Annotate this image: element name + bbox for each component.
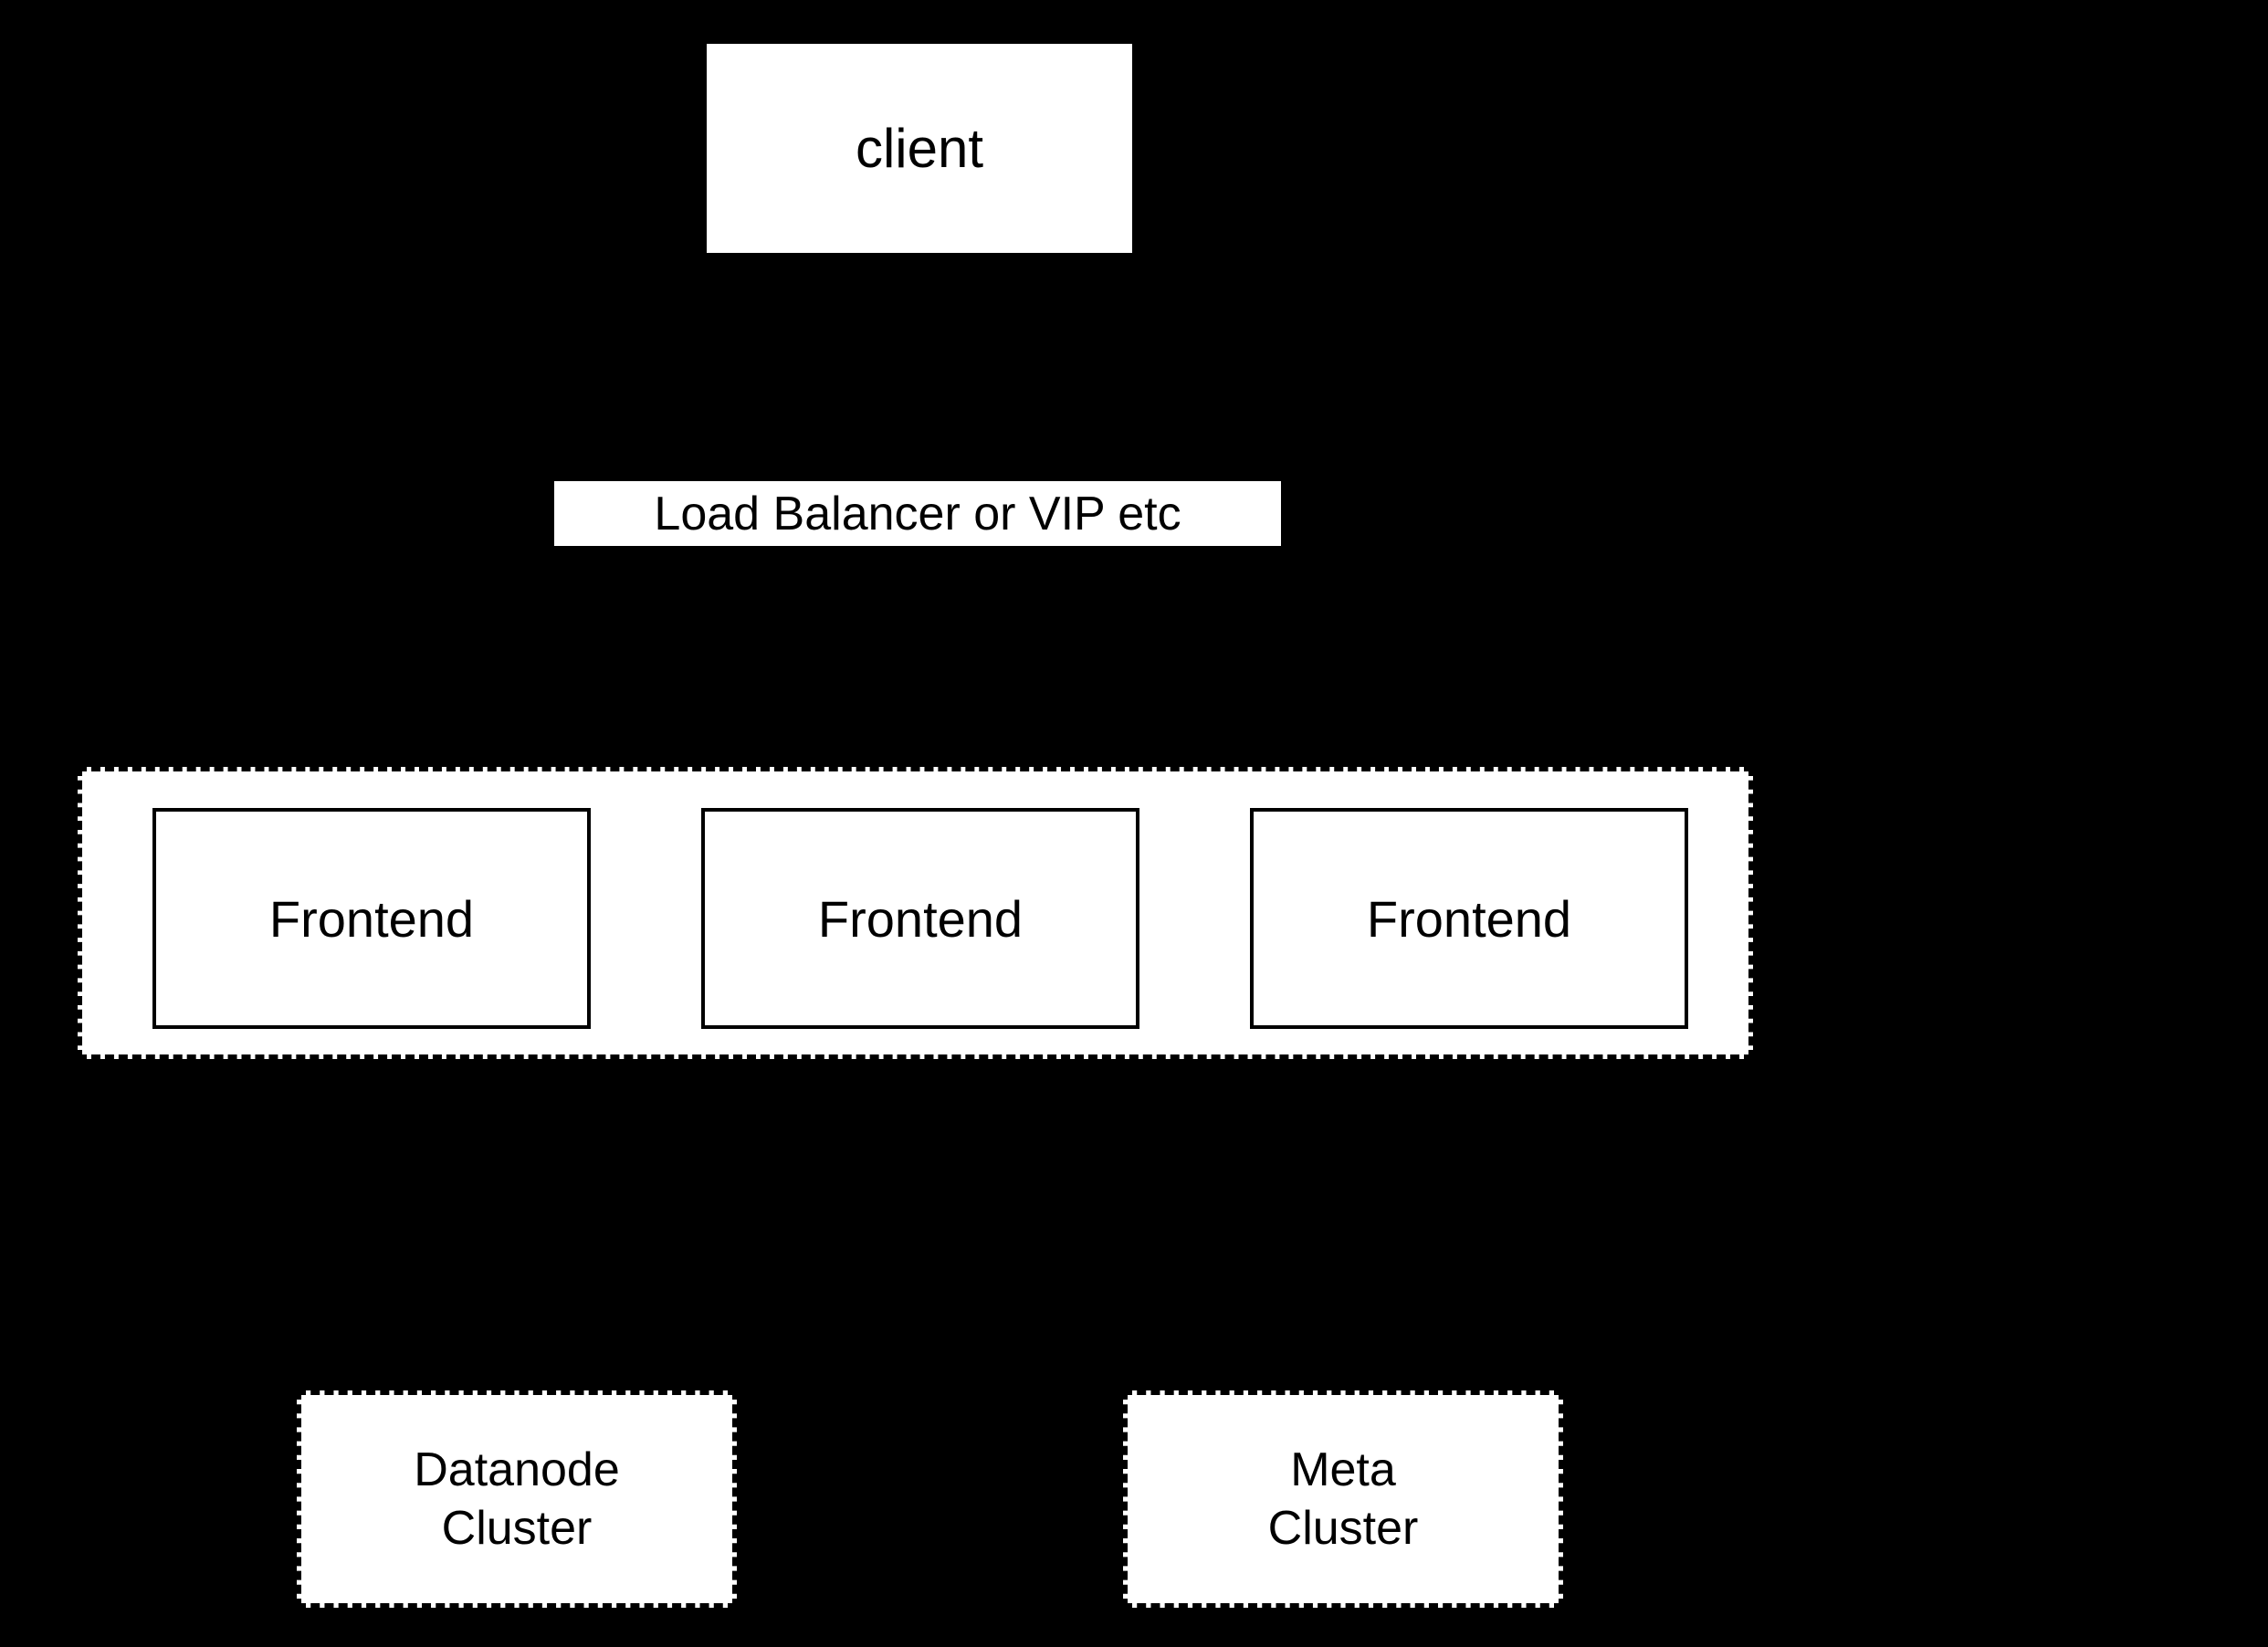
frontend-label-3: Frontend: [1366, 889, 1572, 948]
client-label: client: [855, 118, 984, 179]
frontend-node-3: Frontend: [1250, 808, 1688, 1029]
frontend-node-1: Frontend: [152, 808, 591, 1029]
meta-cluster-node: Meta Cluster: [1123, 1390, 1563, 1608]
frontend-node-2: Frontend: [701, 808, 1139, 1029]
load-balancer-label: Load Balancer or VIP etc: [654, 487, 1181, 540]
datanode-cluster-node: Datanode Cluster: [297, 1390, 737, 1608]
frontend-label-1: Frontend: [268, 889, 475, 948]
load-balancer-node: Load Balancer or VIP etc: [552, 479, 1283, 548]
datanode-cluster-label: Datanode Cluster: [414, 1443, 620, 1555]
client-node: client: [703, 40, 1136, 257]
meta-cluster-label: Meta Cluster: [1267, 1443, 1419, 1555]
frontend-label-2: Frontend: [817, 889, 1024, 948]
frontend-cluster-container: Frontend Frontend Frontend: [78, 767, 1753, 1059]
